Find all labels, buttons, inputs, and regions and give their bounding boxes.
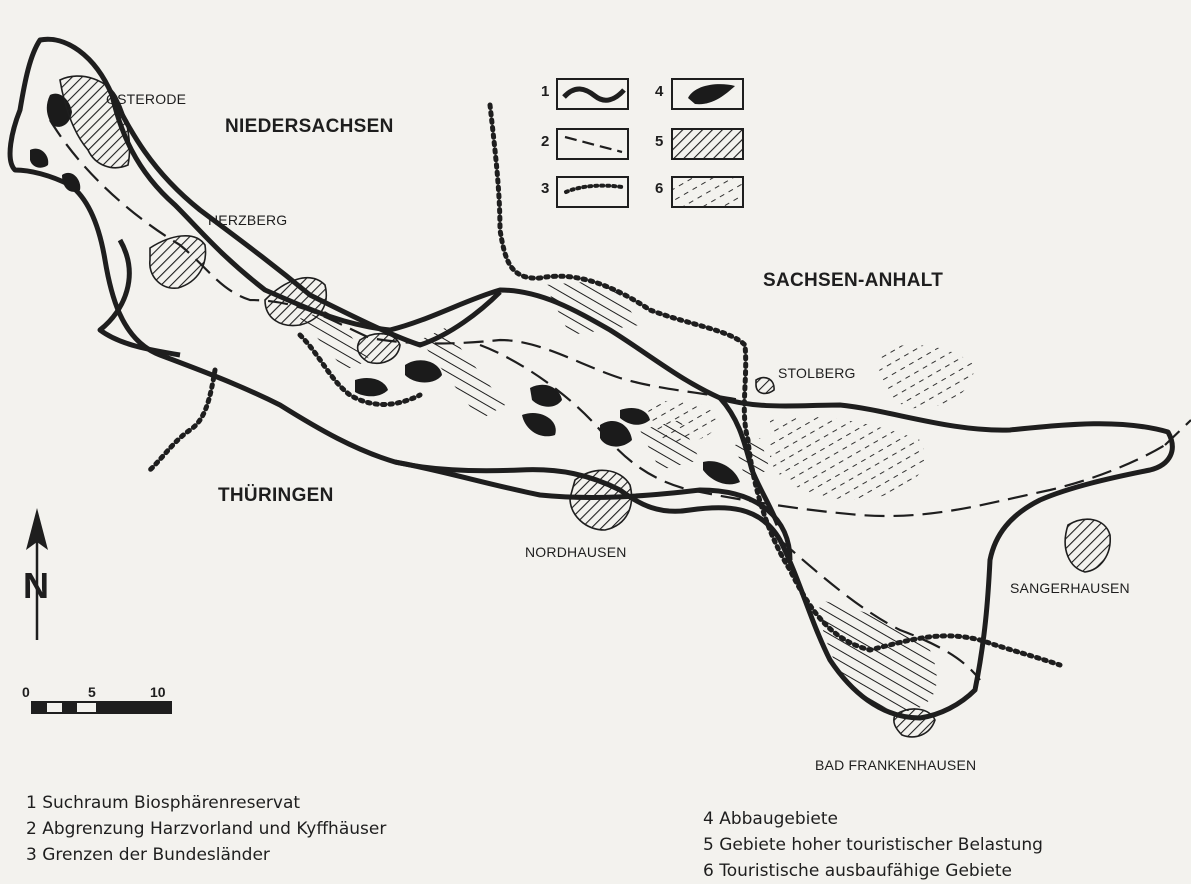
town-label-sangerhausen: SANGERHAUSEN (1010, 580, 1130, 596)
region-label-sachsen-anhalt: SACHSEN-ANHALT (763, 270, 943, 291)
legend-number-6: 6 (655, 180, 663, 197)
legend-number-3: 3 (541, 180, 549, 197)
captions-right: 4 Abbaugebiete 5 Gebiete hoher touristis… (703, 806, 1043, 884)
north-label: N (23, 565, 49, 606)
town-label-osterode: OSTERODE (106, 91, 186, 107)
legend-captions: 1 Suchraum Biosphärenreservat 2 Abgrenzu… (0, 790, 1191, 881)
harzvorland-boundary-4 (1164, 419, 1191, 446)
harzvorland-boundary (49, 119, 741, 402)
scale-label-10: 10 (150, 684, 166, 700)
scale-label-0: 0 (22, 684, 30, 700)
scale-bar: 0 5 10 (22, 684, 172, 714)
legend: 1 2 3 4 5 6 (541, 78, 744, 208)
town-label-nordhausen: NORDHAUSEN (525, 544, 627, 560)
scale-label-5: 5 (88, 684, 96, 700)
captions-left: 1 Suchraum Biosphärenreservat 2 Abgrenzu… (26, 790, 386, 868)
expandable-tourist-areas (648, 345, 975, 500)
search-area-boundary (7, 36, 1175, 721)
legend-number-4: 4 (655, 83, 664, 100)
caption-3: 3 Grenzen der Bundesländer (26, 845, 270, 865)
caption-2: 2 Abgrenzung Harzvorland und Kyffhäuser (26, 819, 387, 839)
caption-5: 5 Gebiete hoher touristischer Belastung (703, 835, 1043, 855)
caption-4: 4 Abbaugebiete (703, 809, 838, 829)
tourist-load-areas (59, 75, 1111, 738)
town-label-stolberg: STOLBERG (778, 365, 856, 381)
legend-number-2: 2 (541, 133, 549, 150)
town-label-bad-frankenhausen: BAD FRANKENHAUSEN (815, 757, 976, 773)
legend-number-1: 1 (541, 83, 549, 100)
harzvorland-boundary-2 (479, 343, 1166, 518)
legend-number-5: 5 (655, 133, 663, 150)
region-label-niedersachsen: NIEDERSACHSEN (225, 116, 394, 137)
mining-areas (30, 93, 740, 485)
north-arrow: N (23, 508, 49, 640)
search-area-boundary-3 (97, 238, 181, 358)
caption-6: 6 Touristische ausbaufähige Gebiete (703, 861, 1013, 881)
town-label-herzberg: HERZBERG (208, 212, 287, 228)
region-label-thueringen: THÜRINGEN (218, 485, 334, 506)
caption-1: 1 Suchraum Biosphärenreservat (26, 793, 301, 813)
